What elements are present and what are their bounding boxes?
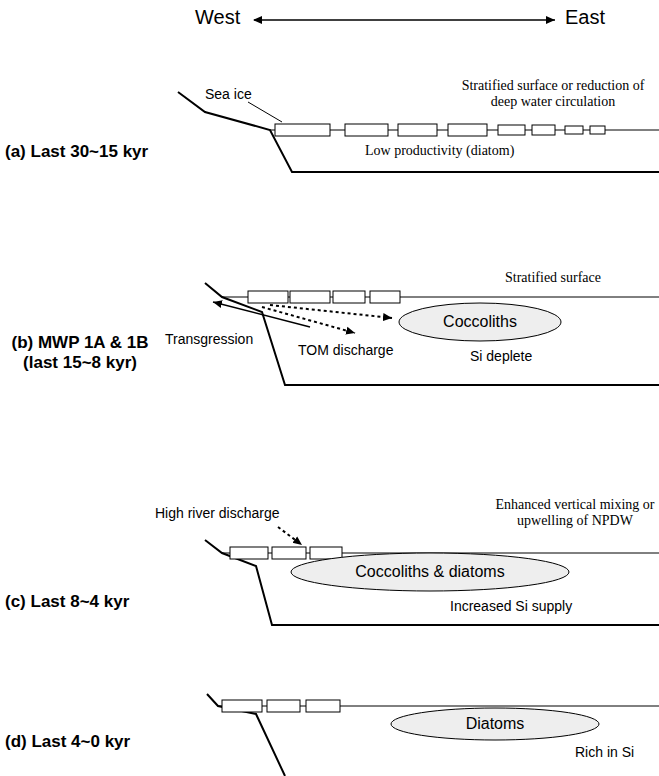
discharge-arrow xyxy=(270,305,392,318)
region-label: Diatoms xyxy=(466,715,525,733)
direction-arrow xyxy=(254,19,555,21)
annotation: Rich in Si xyxy=(575,744,634,760)
seafloor-profile xyxy=(205,540,659,625)
direction-label: East xyxy=(565,6,605,29)
sea-ice xyxy=(275,124,605,136)
ellipse-region: Coccoliths & diatoms xyxy=(290,552,570,592)
annotation: Increased Si supply xyxy=(450,598,572,614)
transgression-arrow xyxy=(213,302,310,327)
arrow-label: TOM discharge xyxy=(298,342,393,358)
sea-ice xyxy=(222,700,340,712)
annotation: Stratified surface or reduction of deep … xyxy=(455,78,651,110)
sea-ice xyxy=(230,547,342,559)
leader-line xyxy=(248,102,282,122)
annotation: Stratified surface xyxy=(505,270,601,286)
region-label: Coccoliths xyxy=(443,313,517,331)
panel-label: (c) Last 8~4 kyr xyxy=(5,592,129,612)
sea-ice xyxy=(248,291,400,303)
annotation: Enhanced vertical mixing or upwelling of… xyxy=(494,497,656,529)
seafloor-profile xyxy=(205,283,659,385)
arrow-label: High river discharge xyxy=(155,505,280,521)
panel-label: (d) Last 4~0 kyr xyxy=(5,732,130,752)
annotation: Low productivity (diatom) xyxy=(365,143,514,159)
direction-label: West xyxy=(195,6,240,29)
annotation: Si deplete xyxy=(470,348,532,364)
discharge-arrow xyxy=(262,307,355,333)
region-label: Coccoliths & diatoms xyxy=(355,563,504,581)
discharge-arrow xyxy=(278,527,302,545)
ellipse-region: Diatoms xyxy=(390,707,600,741)
arrow-label: Transgression xyxy=(165,331,253,347)
ellipse-region: Coccoliths xyxy=(398,302,562,342)
panel-label: (a) Last 30~15 kyr xyxy=(5,142,148,162)
panel-label: (b) MWP 1A & 1B (last 15~8 kyr) xyxy=(5,333,155,372)
callout-label: Sea ice xyxy=(205,86,252,102)
